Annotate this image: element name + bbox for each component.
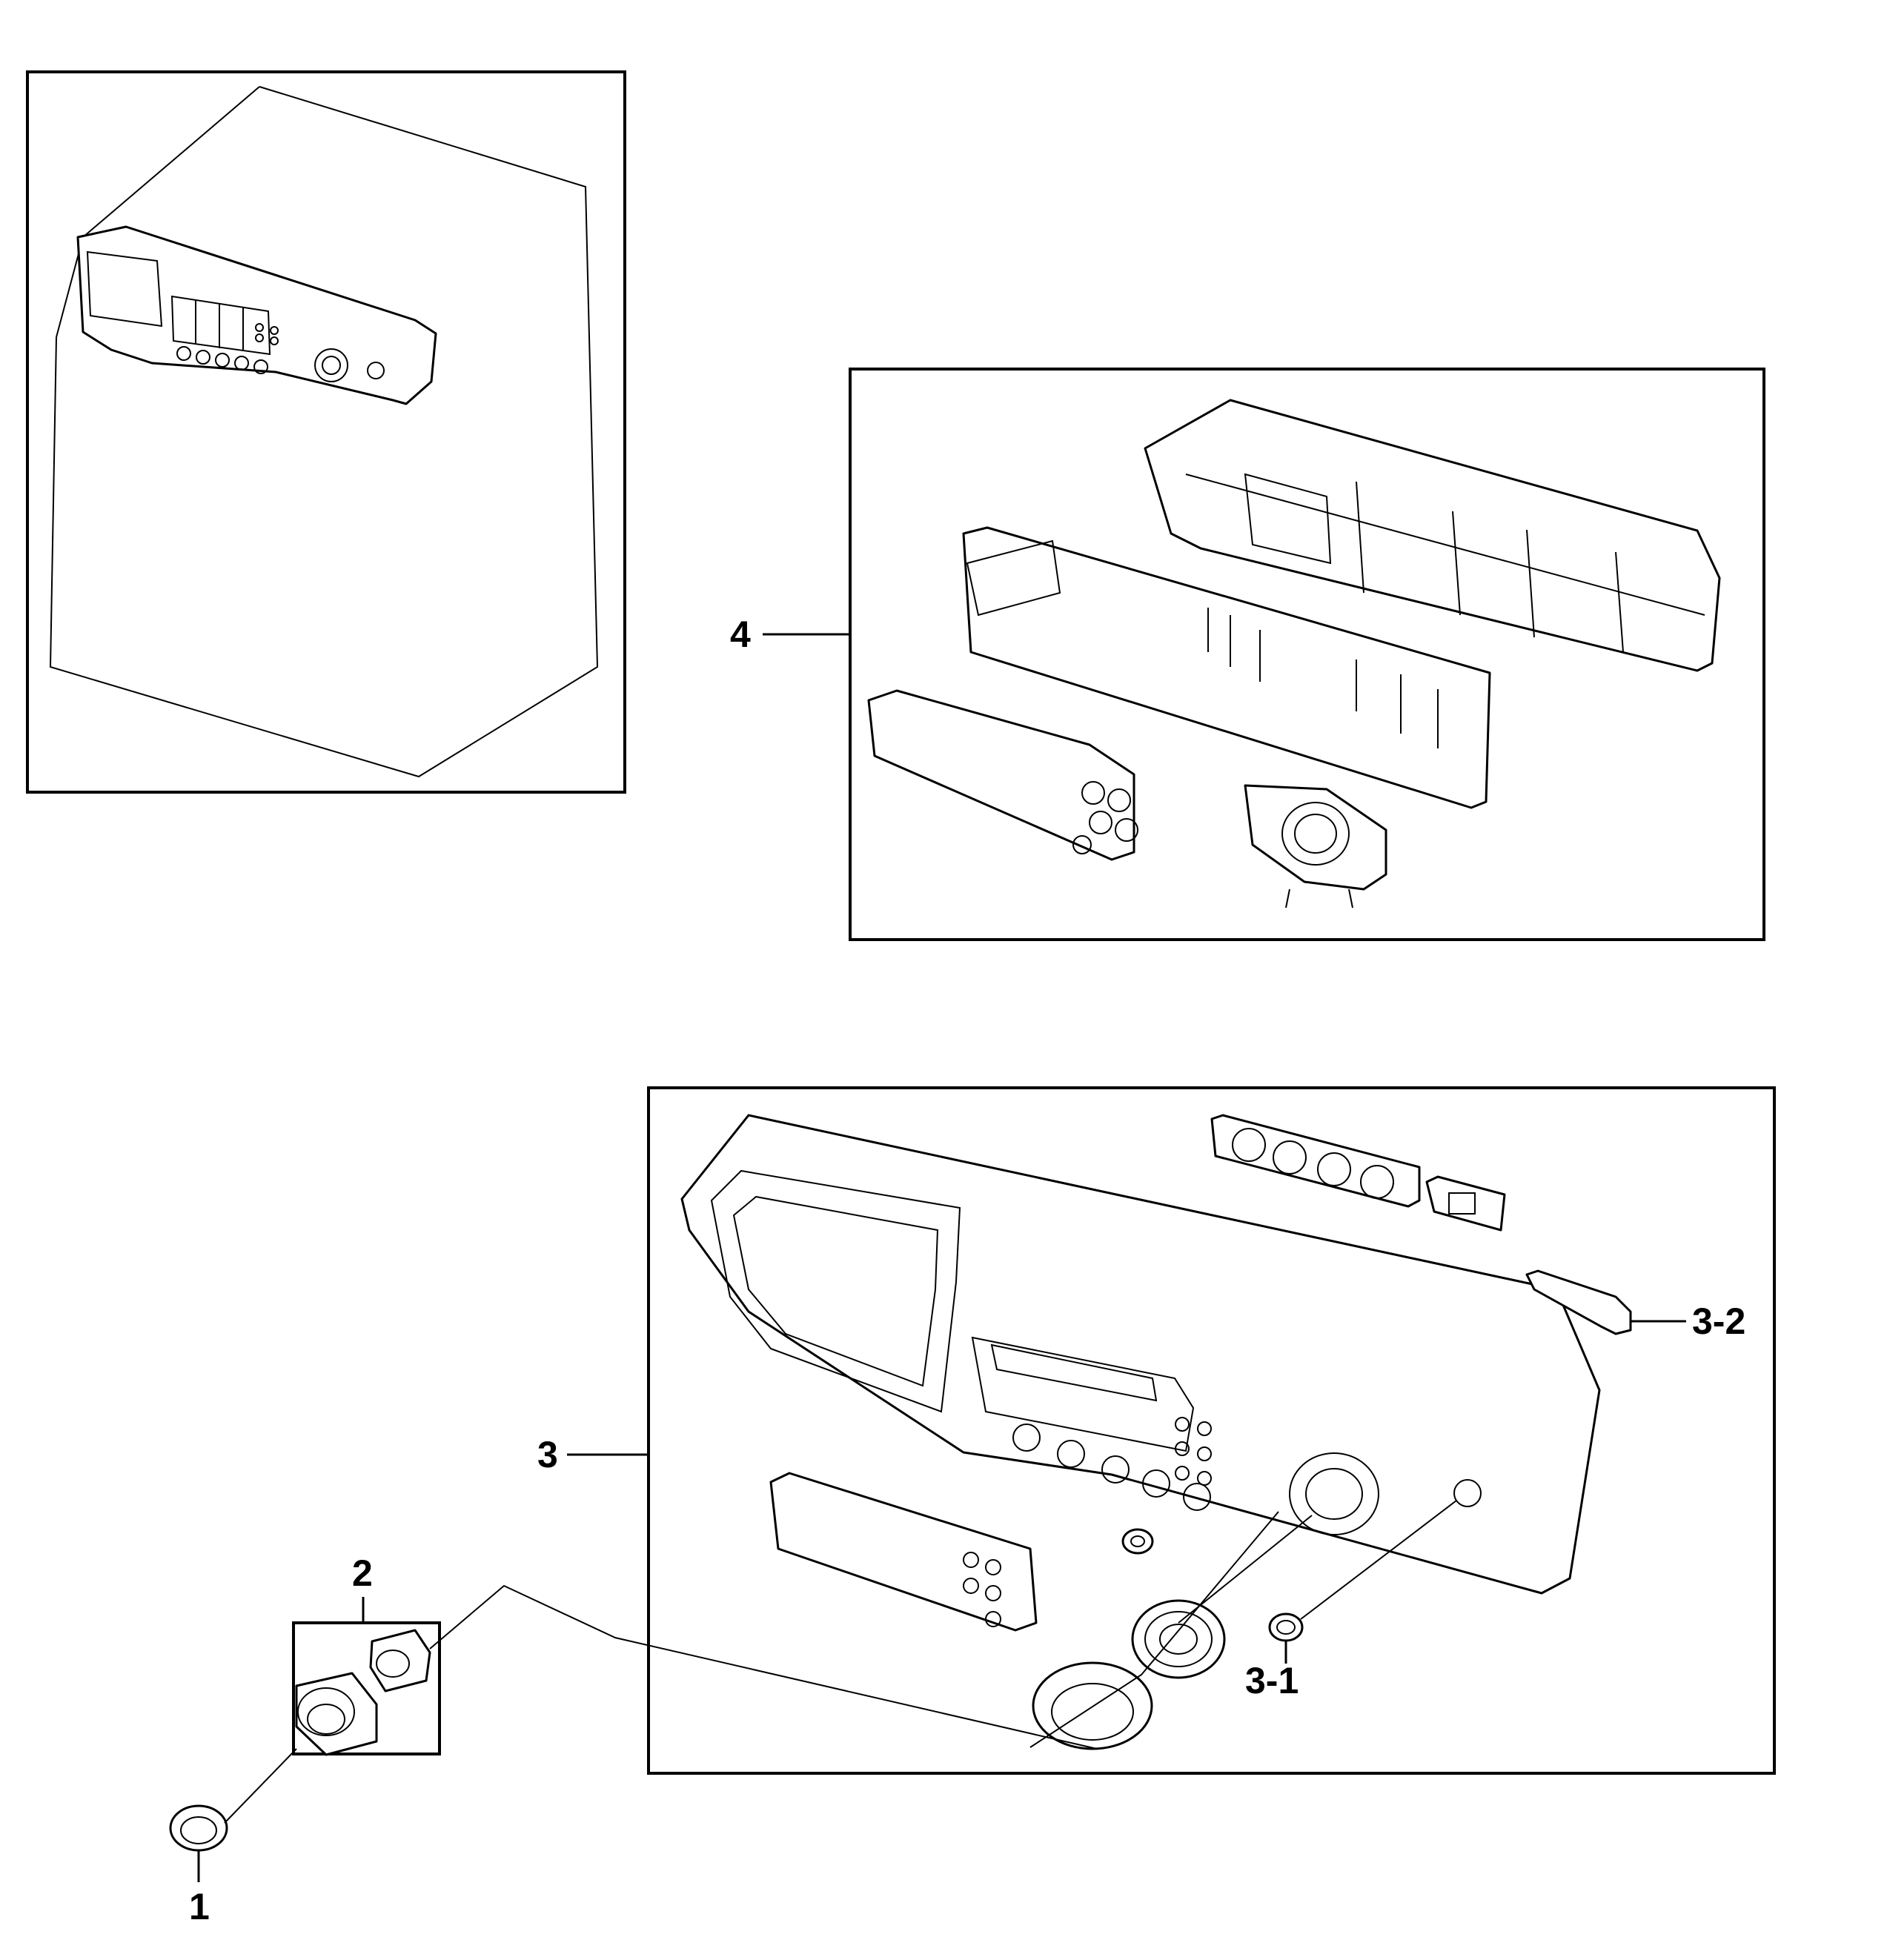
pcb-housing-part	[1144, 399, 1721, 672]
callout-4: 4	[730, 614, 751, 655]
overlay-decal-part	[769, 1472, 1038, 1632]
pcb-assembly-panel	[849, 368, 1765, 941]
encoder-part	[1244, 784, 1387, 908]
overview-panel	[26, 70, 626, 794]
callout-labels: 4 3 3-2 3-1 2 1	[189, 614, 1745, 1927]
callout-3: 3	[537, 1434, 558, 1475]
control-panel-part	[680, 1114, 1601, 1595]
control-panel-assembly-panel	[647, 1086, 1776, 1775]
pcb-board-part	[962, 526, 1491, 809]
clip-part-3-2	[1525, 1269, 1632, 1335]
callout-1: 1	[189, 1886, 210, 1927]
led-board-part	[867, 689, 1138, 861]
callout-3-2: 3-2	[1692, 1300, 1745, 1342]
knob-parts-panel	[292, 1621, 441, 1756]
washer-cabinet-illustration	[49, 86, 599, 778]
nut-part	[1121, 1528, 1154, 1555]
callout-3-1: 3-1	[1245, 1660, 1299, 1701]
leader-lines	[197, 633, 1686, 1882]
button-strip-part	[1210, 1114, 1506, 1232]
knob-part	[295, 1672, 378, 1756]
callout-2: 2	[352, 1552, 373, 1594]
knob-ring-part	[1131, 1599, 1226, 1679]
knob-cap-part-1	[169, 1804, 228, 1852]
knob-insert-part	[369, 1629, 431, 1692]
button-part-3-1	[1268, 1612, 1304, 1642]
